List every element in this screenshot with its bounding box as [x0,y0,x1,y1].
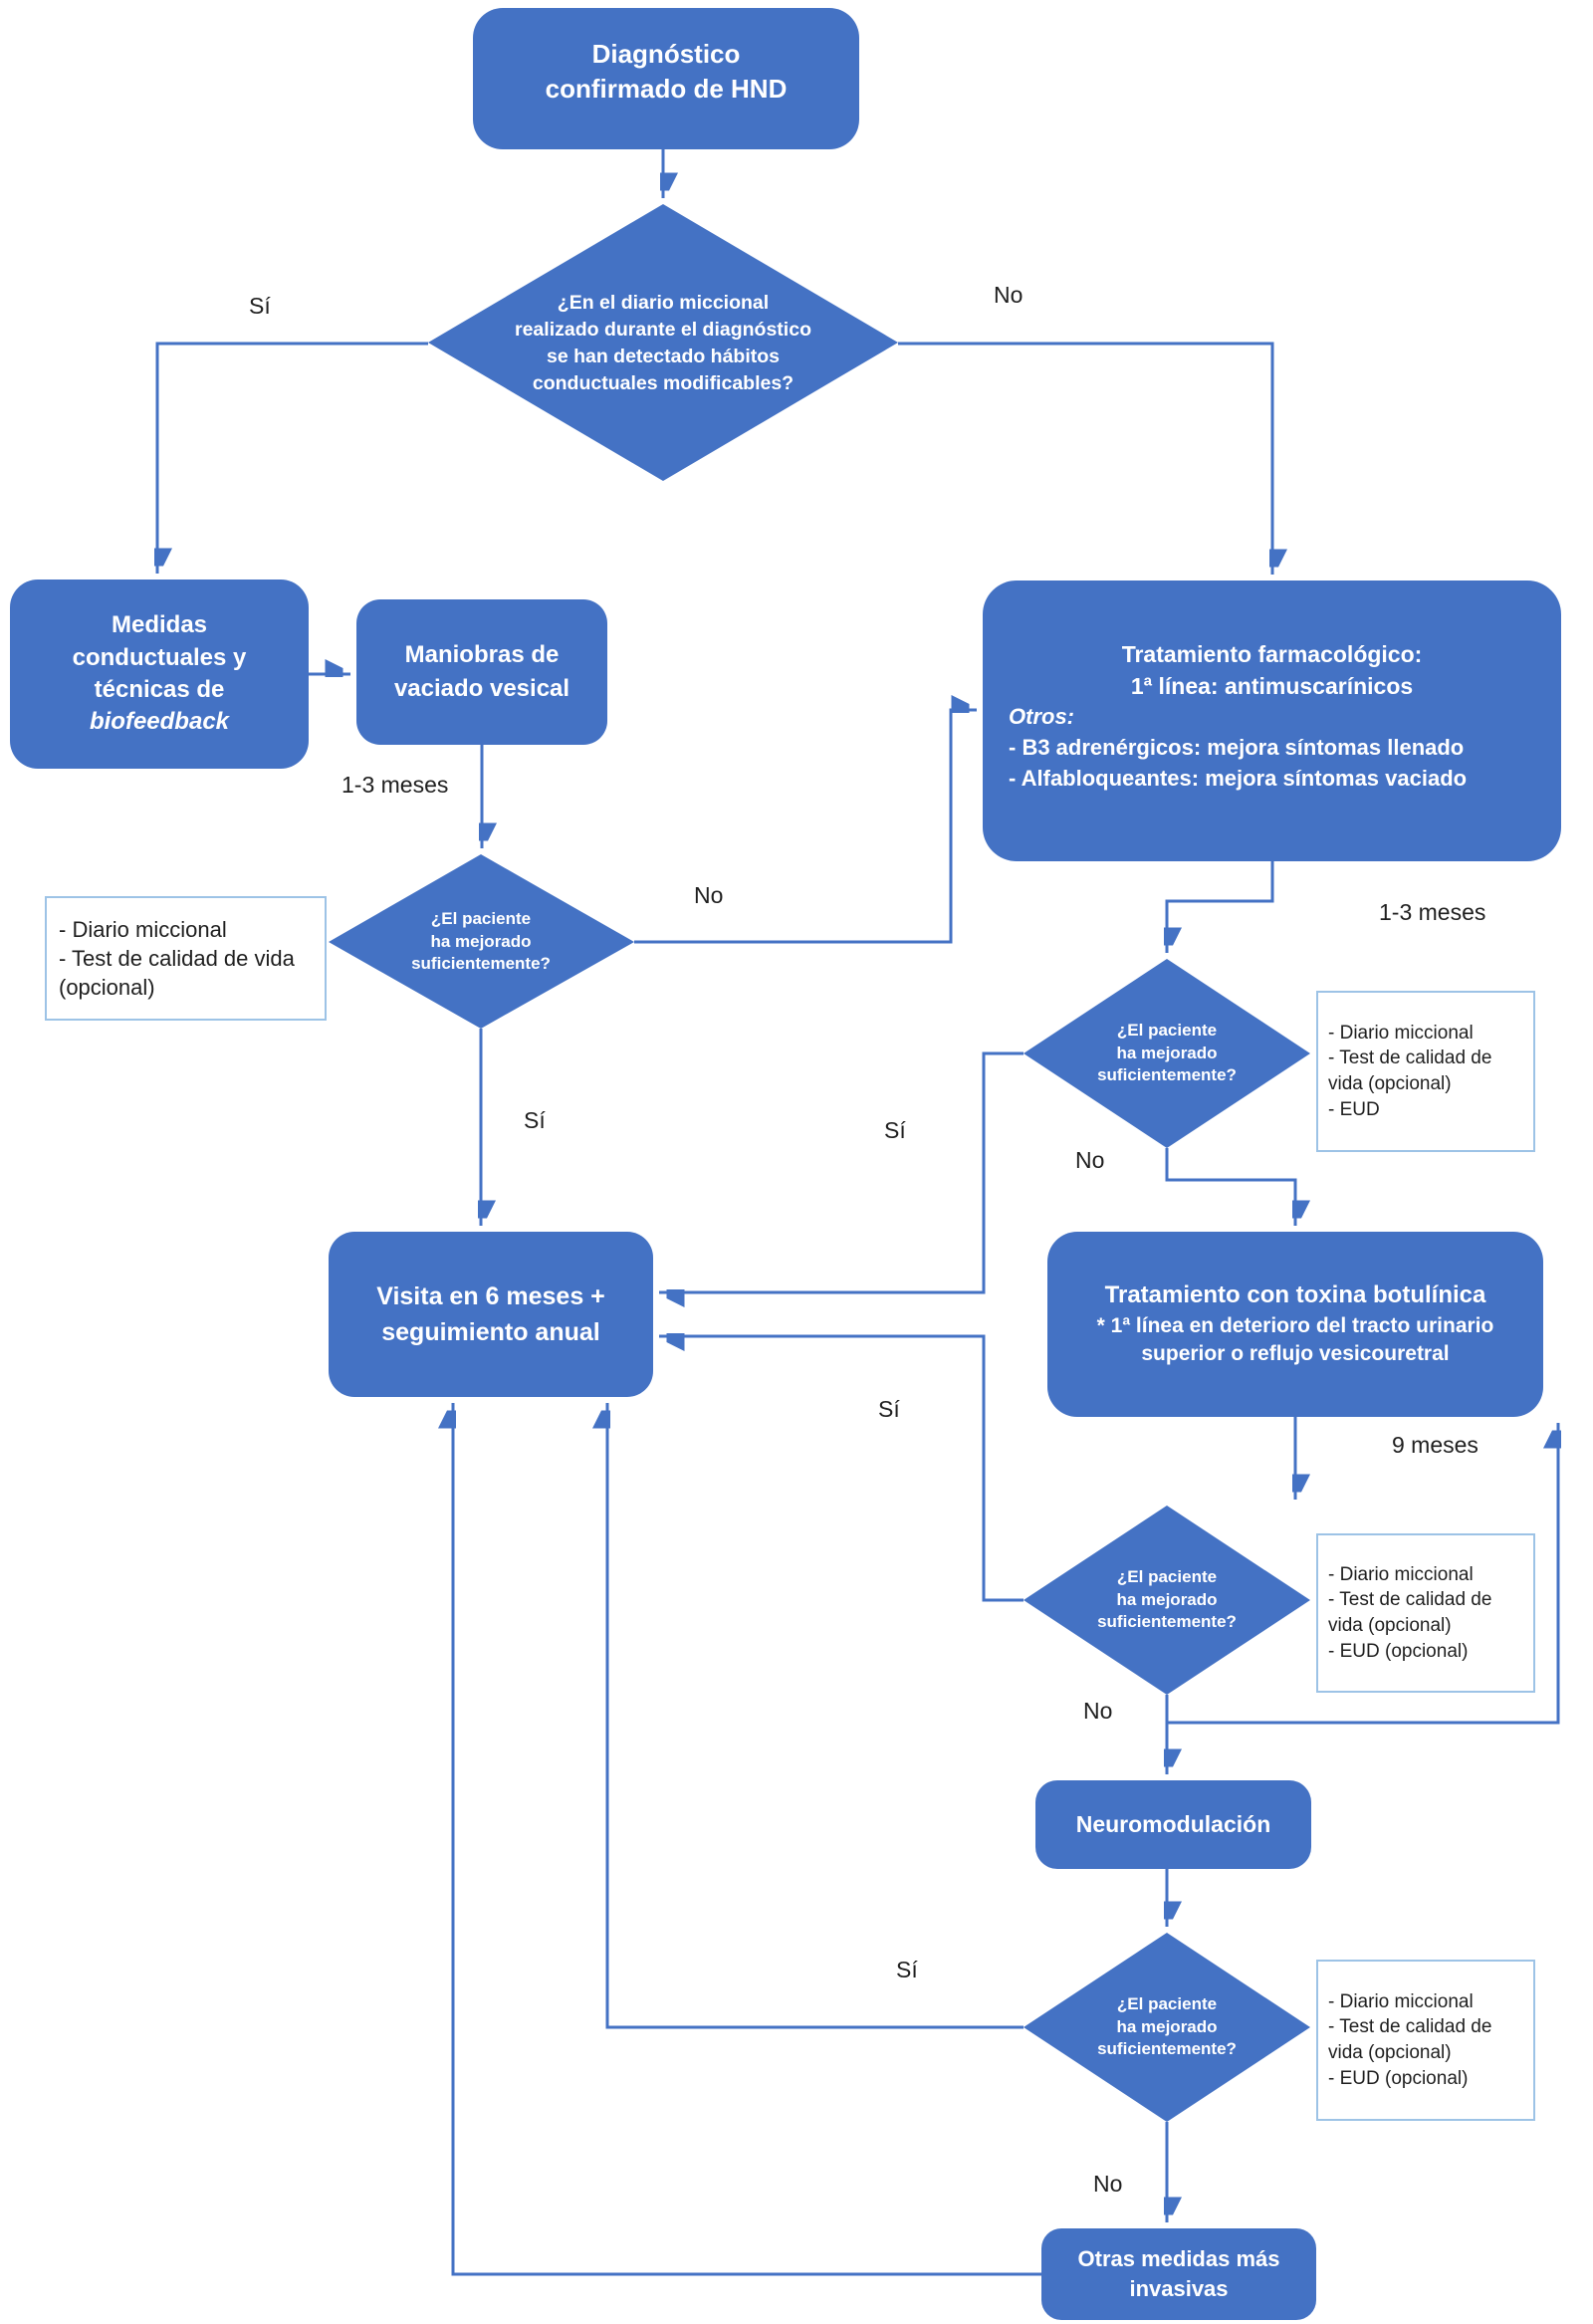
edge-label-1-3-meses-der: 1-3 meses [1379,899,1486,925]
toxina-title: Tratamiento con toxina botulínica [1104,1281,1486,1309]
edge-label-si-mejora3: Sí [878,1396,900,1422]
edge-label-si-mejora4: Sí [896,1957,918,1982]
note-seguimiento-2: - Diario miccional - Test de calidad de … [1316,991,1535,1152]
farmaco-otros: Otros: [1009,703,1074,729]
edge-label-si-mejora2: Sí [884,1117,906,1143]
node-toxina: Tratamiento con toxina botulínica * 1ª l… [1047,1232,1543,1417]
edge-qmejora1-no-to-farmaco [634,710,977,944]
node-medidas-biofeedback: biofeedback [89,708,230,736]
start-node-label: confirmado de HND [545,74,788,104]
edge-qmejora3-si-to-visita [659,1336,1024,1602]
edge-label-si-habitos: Sí [249,293,271,319]
edge-qhabitos-si-to-medidas [157,342,428,574]
node-maniobras: Maniobras de vaciado vesical [356,599,607,745]
note-seguimiento-1: - Diario miccional - Test de calidad de … [45,896,327,1021]
note-seguimiento-4: - Diario miccional - Test de calidad de … [1316,1960,1535,2121]
note-seguimiento-3: - Diario miccional - Test de calidad de … [1316,1533,1535,1693]
farmaco-title: 1ª línea: antimuscarínicos [1130,672,1414,699]
decision-mejora-4-label: ¿El paciente ha mejorado suficientemente… [1097,1993,1237,2059]
edge-label-no-habitos: No [994,282,1024,308]
node-otras-medidas: Otras medidas más invasivas [1041,2228,1316,2320]
edge-qmejora4-si-to-visita [607,1403,1024,2029]
decision-habitos-label: ¿En el diario miccional realizado durant… [515,292,811,394]
edge-qmejora2-no-to-toxina [1165,1148,1295,1226]
decision-mejora-1-label: ¿El paciente ha mejorado suficientemente… [411,908,551,974]
toxina-sub: * 1ª línea en deterioro del tracto urina… [1096,1313,1494,1337]
edge-qhabitos-no-to-farmaco [898,342,1272,575]
start-node-label: Diagnóstico [591,38,741,69]
edge-label-1-3-meses-izq: 1-3 meses [341,772,449,798]
edge-farmaco-to-qmejora2 [1167,861,1274,953]
decision-mejora-3-shape [1024,1506,1310,1695]
edge-label-no-mejora2: No [1075,1147,1105,1173]
decision-mejora-2-label: ¿El paciente ha mejorado suficientemente… [1097,1020,1237,1085]
toxina-sub: superior o reflujo vesicouretral [1141,1342,1450,1366]
edge-label-9-meses: 9 meses [1392,1432,1479,1458]
farmaco-bullet: - B3 adrenérgicos: mejora síntomas llena… [1009,734,1465,760]
edge-label-no-mejora4: No [1093,2171,1123,2197]
node-visita: Visita en 6 meses + seguimiento anual [329,1232,653,1397]
edge-9meses-loop-to-toxina [1167,1423,1558,1725]
start-node: Diagnóstico confirmado de HND [473,8,859,149]
edge-label-no-mejora1: No [694,882,724,908]
farmaco-title: Tratamiento farmacológico: [1121,640,1423,667]
edge-qmejora2-si-to-visita [659,1051,1024,1292]
farmaco-bullet: - Alfabloqueantes: mejora síntomas vacia… [1009,765,1468,791]
edge-label-si-mejora1: Sí [524,1107,546,1133]
edge-label-no-mejora3: No [1083,1698,1113,1724]
decision-mejora-4-shape [1024,1933,1310,2122]
node-medidas: Medidas conductuales y técnicas de biofe… [10,580,309,769]
node-neuromodulacion: Neuromodulación [1035,1780,1311,1869]
node-farmacologico: Tratamiento farmacológico: 1ª línea: ant… [983,581,1561,861]
edge-otras-loop-to-visita [453,1403,1041,2276]
decision-mejora-1-shape [329,854,634,1029]
decision-habitos-shape [428,204,898,481]
decision-mejora-2-shape [1024,959,1310,1148]
decision-mejora-3-label: ¿El paciente ha mejorado suficientemente… [1097,1566,1237,1632]
